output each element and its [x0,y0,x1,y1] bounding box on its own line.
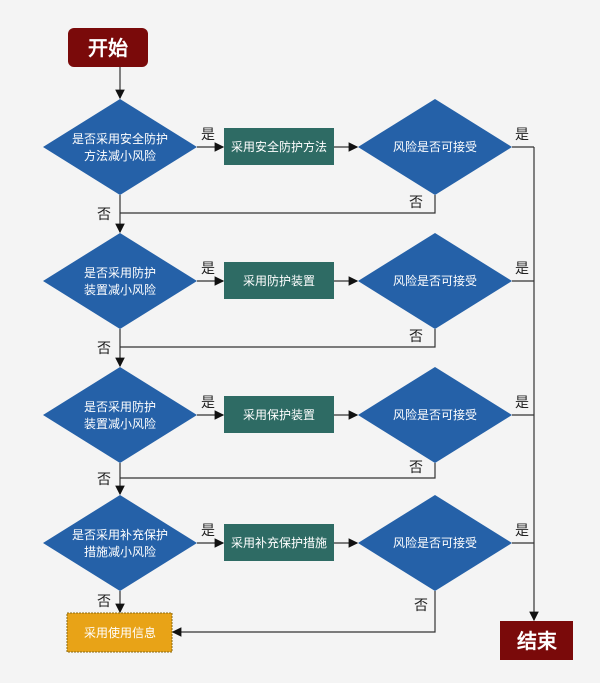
check-label: 风险是否可接受 [393,139,477,154]
decision-label: 措施减小风险 [84,544,156,559]
no-label: 否 [97,341,111,357]
process-label: 采用防护装置 [243,273,315,288]
decision-node [43,367,197,463]
start-node [68,28,148,67]
no-label: 否 [97,472,111,488]
decision-label: 是否采用防护 [84,399,156,414]
yes-label: 是 [515,261,529,277]
no-label: 否 [409,460,423,476]
check-label: 风险是否可接受 [393,535,477,550]
decision-label: 方法减小风险 [84,148,156,163]
check-label: 风险是否可接受 [393,273,477,288]
decision-label: 装置减小风险 [84,282,156,297]
check-node [358,367,512,463]
decision-label: 装置减小风险 [84,416,156,431]
no-label: 否 [409,195,423,211]
process-node [224,128,334,165]
decision-node [43,233,197,329]
decision-label: 是否采用补充保护 [72,527,168,542]
start-label: 开始 [88,36,128,60]
decision-label: 是否采用安全防护 [72,131,168,146]
use-info-node [66,612,173,653]
yes-label: 是 [201,523,215,539]
process-label: 采用保护装置 [243,408,315,422]
check-label: 风险是否可接受 [393,407,477,422]
connector-line [120,329,436,348]
end-node [500,621,573,660]
process-node [224,262,334,299]
decision-label: 是否采用防护 [84,265,156,280]
connector-line [120,195,436,214]
no-label: 否 [409,329,423,345]
use-info-label: 采用使用信息 [84,625,156,640]
check-node [358,233,512,329]
yes-label: 是 [515,127,529,143]
yes-label: 是 [515,523,529,539]
connector-line [120,463,436,479]
check-node [358,495,512,591]
no-label: 否 [97,594,111,610]
process-label: 采用补充保护措施 [231,535,327,550]
yes-label: 是 [201,261,215,277]
process-node [224,524,334,561]
decision-node [43,99,197,195]
yes-label: 是 [201,127,215,143]
decision-node [43,495,197,591]
check-node [358,99,512,195]
no-label: 否 [97,207,111,223]
process-node [224,396,334,433]
end-label: 结束 [517,629,558,653]
yes-label: 是 [201,395,215,411]
yes-label: 是 [515,395,529,411]
no-label: 否 [414,598,428,614]
connector-line [171,591,436,637]
process-label: 采用安全防护方法 [231,139,327,154]
